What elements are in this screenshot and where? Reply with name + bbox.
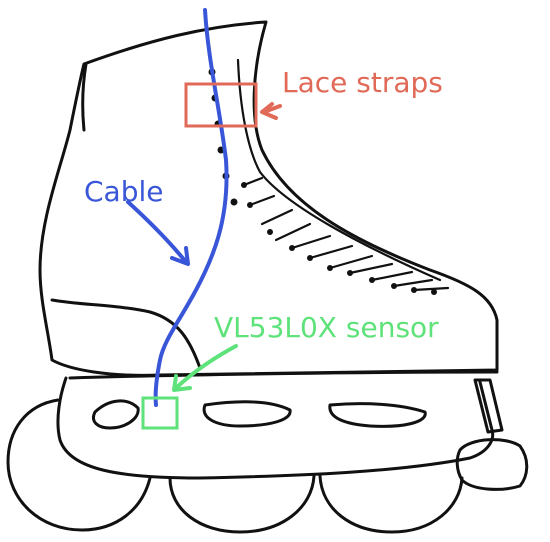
lace-straps-label: Lace straps xyxy=(282,66,443,99)
lace-straps-arrow xyxy=(260,102,282,120)
skate-frame xyxy=(56,376,529,491)
cable-line xyxy=(153,8,229,407)
wheels xyxy=(6,398,464,534)
cable-arrow xyxy=(126,200,190,266)
sensor-arrow xyxy=(172,344,238,392)
laces xyxy=(241,176,450,295)
sensor-label: VL53L0X sensor xyxy=(214,311,439,344)
cable-label: Cable xyxy=(84,175,164,208)
sensor-box xyxy=(141,396,179,430)
lace-straps-box xyxy=(184,82,258,128)
skate-boot xyxy=(38,20,499,380)
